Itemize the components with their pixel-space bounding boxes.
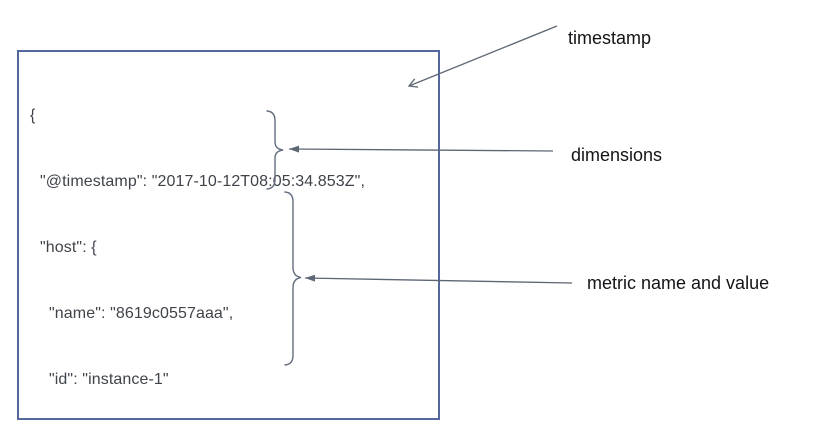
label-dimensions: dimensions [571, 145, 663, 165]
json-document-box [17, 50, 440, 420]
label-metric-name-and-value: metric name and value [587, 273, 770, 293]
label-timestamp: timestamp [568, 28, 652, 48]
json-code-block: { "@timestamp": "2017-10-12T08:05:34.853… [19, 61, 439, 437]
code-line-host-open: "host": { [40, 239, 97, 256]
code-line: { [30, 107, 36, 124]
code-line-host-name: "name": "8619c0557aaa", [49, 305, 234, 322]
code-line-timestamp: "@timestamp": "2017-10-12T08:05:34.853Z"… [40, 173, 366, 190]
code-line-host-id: "id": "instance-1" [49, 371, 169, 388]
